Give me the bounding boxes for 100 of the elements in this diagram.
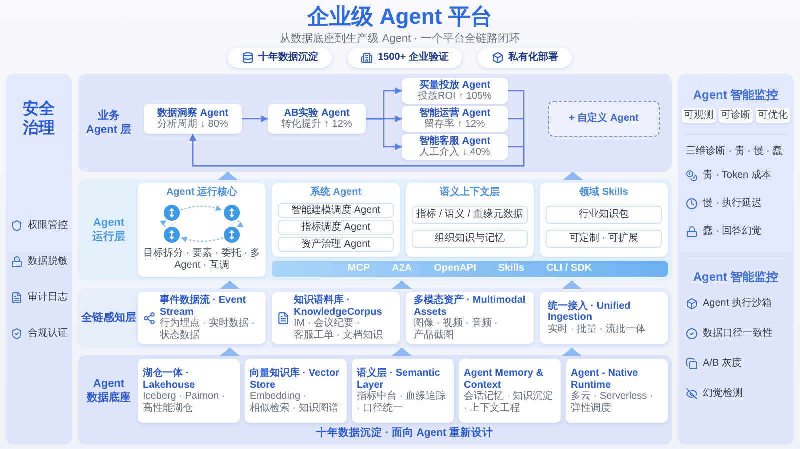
layer-arrow	[562, 281, 582, 289]
highlight-pill	[228, 48, 332, 68]
panel-heading: Agent 智能监控	[693, 270, 779, 284]
foundation-card	[138, 359, 240, 423]
card-note: 目标拆分 · 要素 · 委托 · 多Agent · 互调	[143, 248, 261, 271]
side-panel	[678, 74, 794, 445]
source-card	[272, 292, 400, 344]
layer-band	[78, 179, 672, 281]
agent-card	[268, 104, 366, 134]
panel-text: 三维诊断 · 贵 · 慢 · 蠢	[686, 146, 783, 158]
module-item: 指标调度 Agent	[278, 220, 394, 235]
agent-metric: 投放ROI ↑ 105%	[418, 91, 492, 102]
source-card	[540, 292, 668, 344]
status-tag: 可诊断	[719, 108, 753, 123]
card-title: 领域 Skills	[580, 187, 628, 199]
foundation-desc: 会话记忆 · 知识沉淀 · 上下文工程	[464, 391, 554, 414]
module-item: 可定制 · 可扩展	[546, 230, 662, 248]
source-card	[138, 292, 266, 344]
foundation-desc: Iceberg · Paimon · 高性能湖仓	[143, 391, 226, 414]
module-card	[138, 183, 266, 277]
subtitle-text: 从数据底座到生产级 Agent · 一个平台全链路闭环	[280, 32, 520, 46]
foundation-desc: 多云 · Serverless · 弹性调度	[571, 391, 654, 414]
layer-band	[78, 355, 672, 445]
source-desc: 行为埋点 · 实时数据 · 状态数据	[160, 318, 256, 341]
agent-card	[144, 104, 242, 134]
agent-metric: 人工介入 ↓ 40%	[420, 147, 490, 158]
protocol-label: OpenAPI	[434, 263, 476, 275]
agent-metric: 留存率 ↑ 12%	[424, 119, 486, 130]
side-panel	[6, 74, 72, 445]
layer-caption: 十年数据沉淀 · 面向 Agent 重新设计	[316, 427, 494, 440]
agent-name: 数据洞察 Agent	[157, 108, 229, 118]
status-tag: 可优化	[756, 108, 790, 123]
placeholder-card	[548, 101, 660, 137]
foundation-desc: 指标中台 · 血缘追踪 · 口径统一	[357, 391, 447, 414]
panel-item-text: 数据脱敏	[28, 256, 68, 268]
foundation-desc: Embedding · 相似检索 · 知识图谱	[250, 391, 340, 414]
agent-card	[402, 134, 508, 160]
panel-item-text: 合规认证	[28, 328, 68, 340]
layer-arrow	[218, 172, 238, 180]
source-title: 知识语料库 · KnowledgeCorpus	[294, 295, 384, 318]
layer-arrow	[220, 348, 240, 356]
card-title: 语义上下文层	[440, 187, 500, 199]
panel-item-text: 蠢 · 回答幻觉	[703, 226, 762, 238]
source-desc: 实时 · 批量 · 流批一体	[548, 324, 647, 336]
source-desc: 图像 · 视频 · 音频 · 产品截图	[414, 318, 499, 341]
source-title: 事件数据流 · Event Stream	[160, 295, 248, 318]
agent-metric: 转化提升 ↑ 12%	[282, 119, 352, 130]
panel-item-text: 贵 · Token 成本	[703, 170, 772, 182]
layer-arrow	[562, 348, 582, 356]
source-title: 统一接入 · Unified Ingestion	[548, 300, 632, 324]
panel-item-text: 慢 · 执行延迟	[703, 198, 762, 210]
panel-item-text: Agent 执行沙箱	[703, 298, 772, 310]
agent-name: 买量投放 Agent	[419, 80, 491, 90]
agent-name: 智能运营 Agent	[419, 108, 491, 118]
panel-item-text: 审计日志	[28, 292, 68, 304]
foundation-title: Agent - Native Runtime	[571, 368, 640, 391]
add-agent-text: + 自定义 Agent	[569, 113, 639, 125]
card-title: Agent 运行核心	[166, 187, 238, 199]
diagram-title: 企业级 Agent 平台	[308, 4, 492, 30]
module-card	[272, 183, 400, 257]
foundation-card	[352, 359, 454, 423]
foundation-card	[459, 359, 561, 423]
layer-arrow	[220, 281, 240, 289]
module-card	[406, 183, 534, 257]
module-item: 行业知识包	[546, 206, 662, 224]
foundation-card	[245, 359, 347, 423]
foundation-title: Agent Memory & Context	[464, 368, 544, 390]
layer-arrow	[563, 172, 583, 180]
layer-label: Agent 数据底座	[86, 377, 132, 405]
protocol-label: CLI / SDK	[546, 263, 592, 275]
layer-arrow	[392, 348, 412, 356]
layer-label: Agent 运行层	[92, 216, 126, 244]
highlight-pill	[478, 48, 572, 68]
panel-item-text: 数据口径一致性	[703, 328, 773, 340]
source-desc: IM · 会议纪要 · 客服工单 · 文档知识	[294, 318, 384, 341]
foundation-title: 语义层 · Semantic Layer	[357, 368, 442, 390]
layer-band	[78, 288, 672, 348]
module-item: 指标 / 语义 / 血缘元数据	[412, 206, 528, 224]
protocol-label: MCP	[348, 263, 370, 275]
foundation-title: 向量知识库 · Vector Store	[250, 368, 340, 391]
flow-arrow	[242, 116, 268, 122]
panel-heading: 安全治理	[23, 100, 55, 138]
card-title: 系统 Agent	[310, 187, 362, 199]
protocol-bar	[272, 261, 668, 277]
module-item: 智能建模调度 Agent	[278, 203, 394, 218]
layer-label: 全链感知层	[80, 311, 138, 325]
flow-arrow	[190, 134, 525, 167]
panel-item-text: A/B 灰度	[703, 358, 742, 370]
highlight-text: 私有化部署	[508, 52, 558, 64]
panel-heading: Agent 智能监控	[693, 88, 779, 102]
status-tag: 可观测	[682, 108, 716, 123]
agent-card	[402, 78, 508, 104]
layer-label: 业务 Agent 层	[85, 109, 133, 137]
highlight-text: 十年数据沉淀	[258, 52, 318, 64]
foundation-card	[566, 359, 668, 423]
panel-item-text: 幻觉检测	[703, 388, 743, 400]
agent-name: 智能客服 Agent	[419, 136, 491, 146]
agent-metric: 分析周期 ↓ 80%	[158, 119, 228, 130]
protocol-label: A2A	[392, 263, 412, 275]
module-item: 组织知识与记忆	[412, 230, 528, 248]
